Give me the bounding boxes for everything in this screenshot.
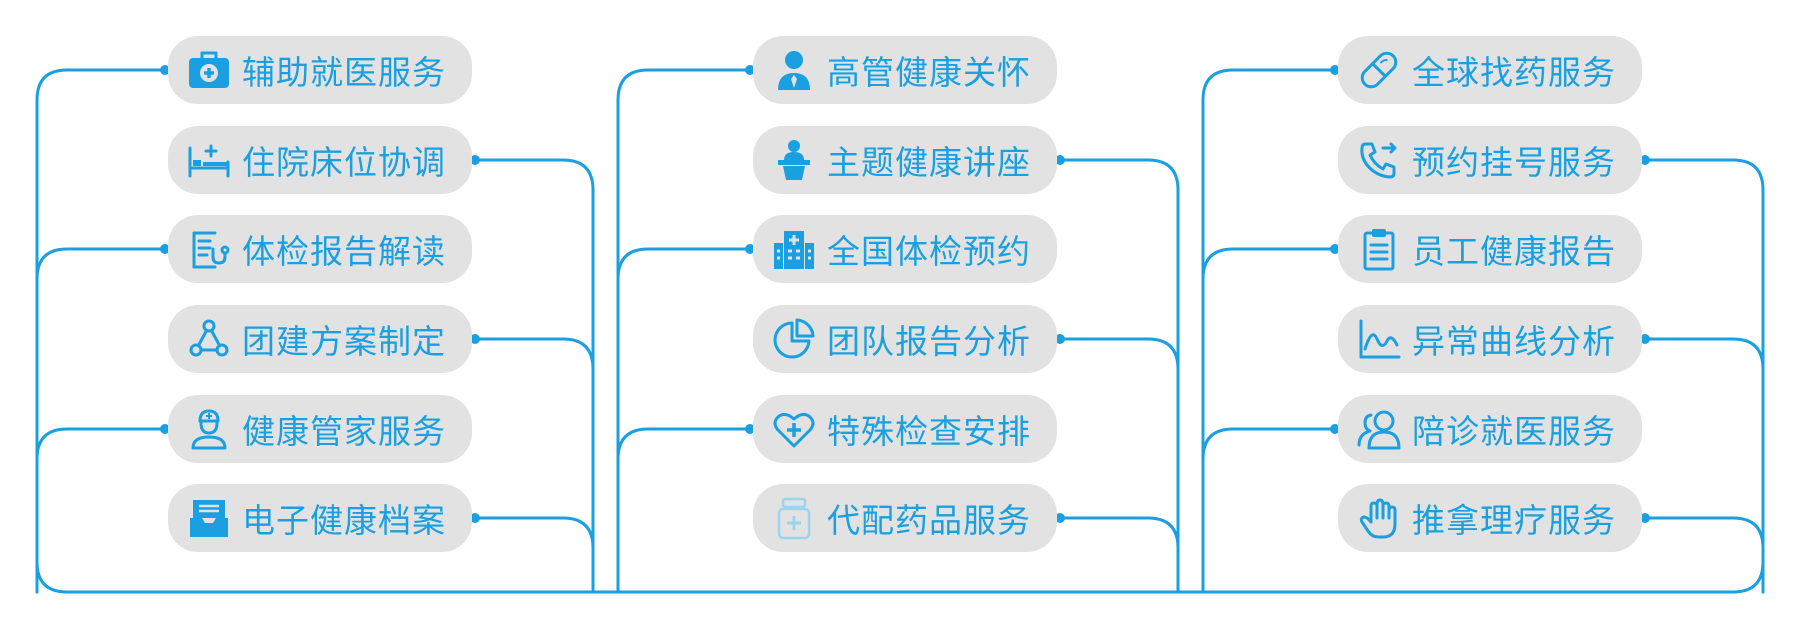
lecture-podium-icon — [769, 135, 819, 185]
service-label: 团队报告分析 — [827, 322, 1031, 361]
service-label: 团建方案制定 — [242, 322, 446, 361]
connector-dot — [745, 65, 755, 75]
right-branch-line — [473, 337, 595, 594]
connector-dot — [1330, 424, 1340, 434]
phone-call-icon — [1354, 135, 1404, 185]
companions-icon — [1354, 404, 1404, 454]
right-branch-line — [1643, 337, 1765, 594]
left-branch-line — [616, 68, 750, 594]
executive-icon — [769, 45, 819, 95]
service-label: 员工健康报告 — [1412, 232, 1616, 271]
connector-dot — [1640, 155, 1650, 165]
service-label: 住院床位协调 — [242, 143, 446, 182]
service-label: 陪诊就医服务 — [1412, 412, 1616, 451]
service-label: 全球找药服务 — [1412, 53, 1616, 92]
service-label: 辅助就医服务 — [242, 53, 446, 92]
bottom-bus-corner — [35, 560, 69, 594]
medicine-bottle-icon — [769, 493, 819, 543]
connector-dot — [1640, 334, 1650, 344]
service-item-bed-coordination: 住院床位协调 — [168, 126, 472, 194]
connector-dot — [1330, 244, 1340, 254]
service-label: 特殊检查安排 — [827, 412, 1031, 451]
medical-kit-icon — [184, 45, 234, 95]
connector-dot — [745, 424, 755, 434]
service-label: 全国体检预约 — [827, 232, 1031, 271]
line-chart-icon — [1354, 314, 1404, 364]
left-branch-line — [35, 68, 165, 594]
connector-dot — [1055, 334, 1065, 344]
service-item-health-records: 电子健康档案 — [168, 484, 472, 552]
connector-dot — [1640, 513, 1650, 523]
capsule-icon — [1354, 45, 1404, 95]
service-label: 健康管家服务 — [242, 412, 446, 451]
connector-dot — [1055, 155, 1065, 165]
connector-dot — [1330, 65, 1340, 75]
right-branch-line — [1643, 158, 1765, 594]
right-branch-line — [473, 158, 595, 594]
service-item-registration: 预约挂号服务 — [1338, 126, 1642, 194]
service-item-global-drug-search: 全球找药服务 — [1338, 36, 1642, 104]
pie-chart-icon — [769, 314, 819, 364]
service-label: 推拿理疗服务 — [1412, 501, 1616, 540]
service-item-executive-care: 高管健康关怀 — [753, 36, 1057, 104]
service-item-health-lecture: 主题健康讲座 — [753, 126, 1057, 194]
massage-hand-icon — [1354, 493, 1404, 543]
connector-dot — [470, 155, 480, 165]
service-label: 异常曲线分析 — [1412, 322, 1616, 361]
bottom-bus-line — [65, 560, 1765, 594]
service-label: 体检报告解读 — [242, 232, 446, 271]
hospital-bed-icon — [184, 135, 234, 185]
right-branch-line — [1058, 516, 1180, 594]
service-item-team-report: 团队报告分析 — [753, 305, 1057, 373]
left-branch-line — [1201, 247, 1335, 594]
team-network-icon — [184, 314, 234, 364]
connector-dot — [470, 513, 480, 523]
connector-dot — [745, 244, 755, 254]
left-branch-line — [35, 247, 165, 594]
connector-dot — [160, 244, 170, 254]
report-stethoscope-icon — [184, 224, 234, 274]
right-branch-line — [1058, 158, 1180, 594]
service-item-medicine-delivery: 代配药品服务 — [753, 484, 1057, 552]
service-item-report-interpretation: 体检报告解读 — [168, 215, 472, 283]
nurse-icon — [184, 404, 234, 454]
left-branch-line — [1201, 427, 1335, 594]
heart-plus-icon — [769, 404, 819, 454]
service-label: 代配药品服务 — [827, 501, 1031, 540]
connector-dot — [160, 65, 170, 75]
service-item-checkup-booking: 全国体检预约 — [753, 215, 1057, 283]
service-item-medical-assist: 辅助就医服务 — [168, 36, 472, 104]
right-branch-line — [1058, 337, 1180, 594]
left-branch-line — [616, 427, 750, 594]
right-branch-line — [1643, 516, 1765, 594]
left-branch-line — [616, 247, 750, 594]
service-label: 主题健康讲座 — [827, 143, 1031, 182]
clipboard-icon — [1354, 224, 1404, 274]
hospital-building-icon — [769, 224, 819, 274]
connector-dot — [160, 424, 170, 434]
service-item-employee-report: 员工健康报告 — [1338, 215, 1642, 283]
service-item-special-exam: 特殊检查安排 — [753, 395, 1057, 463]
service-item-escort-service: 陪诊就医服务 — [1338, 395, 1642, 463]
right-branch-line — [473, 516, 595, 594]
service-item-massage-therapy: 推拿理疗服务 — [1338, 484, 1642, 552]
service-label: 预约挂号服务 — [1412, 143, 1616, 182]
service-label: 高管健康关怀 — [827, 53, 1031, 92]
service-label: 电子健康档案 — [242, 501, 446, 540]
service-item-team-plan: 团建方案制定 — [168, 305, 472, 373]
service-item-health-butler: 健康管家服务 — [168, 395, 472, 463]
archive-box-icon — [184, 493, 234, 543]
left-branch-line — [1201, 68, 1335, 594]
connector-dot — [470, 334, 480, 344]
connector-dot — [1055, 513, 1065, 523]
service-item-curve-analysis: 异常曲线分析 — [1338, 305, 1642, 373]
left-branch-line — [35, 427, 165, 594]
